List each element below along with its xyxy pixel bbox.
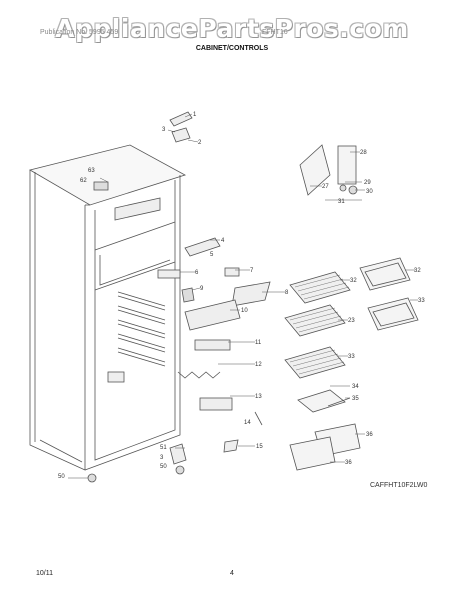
callout: 3 — [162, 127, 166, 133]
callout: 5 — [210, 252, 214, 258]
callout: 28 — [360, 150, 367, 156]
callout: 30 — [366, 189, 373, 195]
callout: 36 — [345, 460, 352, 466]
callout: 50 — [58, 474, 65, 480]
callout: 51 — [160, 445, 167, 451]
callout: 32 — [350, 278, 357, 284]
callout: 62 — [80, 178, 87, 184]
callout: 14 — [244, 420, 251, 426]
callout: 2 — [198, 140, 202, 146]
callout: 33 — [348, 354, 355, 360]
cabinet-outline — [28, 144, 187, 471]
callout: 31 — [338, 199, 345, 205]
control-housing — [299, 144, 358, 196]
leader-lines — [68, 113, 418, 479]
callout: 13 — [255, 394, 262, 400]
middle-parts — [87, 237, 271, 483]
model-number: FFHT16 — [262, 29, 288, 36]
callout: 34 — [352, 384, 359, 390]
callout: 23 — [348, 318, 355, 324]
callout: 1 — [193, 112, 197, 118]
watermark: AppliancePartsPros.com — [55, 14, 409, 43]
callout: 3 — [160, 455, 164, 461]
callout: 36 — [366, 432, 373, 438]
callout-labels: 1 3 2 63 62 28 27 29 30 31 4 5 6 7 9 8 3… — [58, 112, 425, 480]
callout: 35 — [352, 396, 359, 402]
callout: 50 — [160, 464, 167, 470]
footer-date: 10/11 — [36, 570, 53, 577]
shelf-supports — [107, 197, 166, 383]
callout: 8 — [285, 290, 289, 296]
callout: 27 — [322, 184, 329, 190]
callout: 12 — [255, 362, 262, 368]
callout: 11 — [255, 340, 262, 346]
callout: 9 — [200, 286, 204, 292]
callout: 10 — [241, 308, 248, 314]
callout: 7 — [250, 268, 254, 274]
section-title: CABINET/CONTROLS — [195, 45, 269, 52]
callout: 33 — [418, 298, 425, 304]
callout: 32 — [414, 268, 421, 274]
wire-shelves — [284, 257, 419, 413]
callout: 63 — [88, 168, 95, 174]
callout: 29 — [364, 180, 371, 186]
publication-number: Publication No. 5995 459 — [40, 29, 119, 36]
callout: 4 — [221, 238, 225, 244]
page-number: 4 — [230, 570, 234, 577]
diagram-code: CAFFHT10F2LW0 — [370, 482, 428, 489]
callout: 6 — [195, 270, 199, 276]
top-hinge-parts — [93, 111, 193, 191]
callout: 15 — [256, 444, 263, 450]
